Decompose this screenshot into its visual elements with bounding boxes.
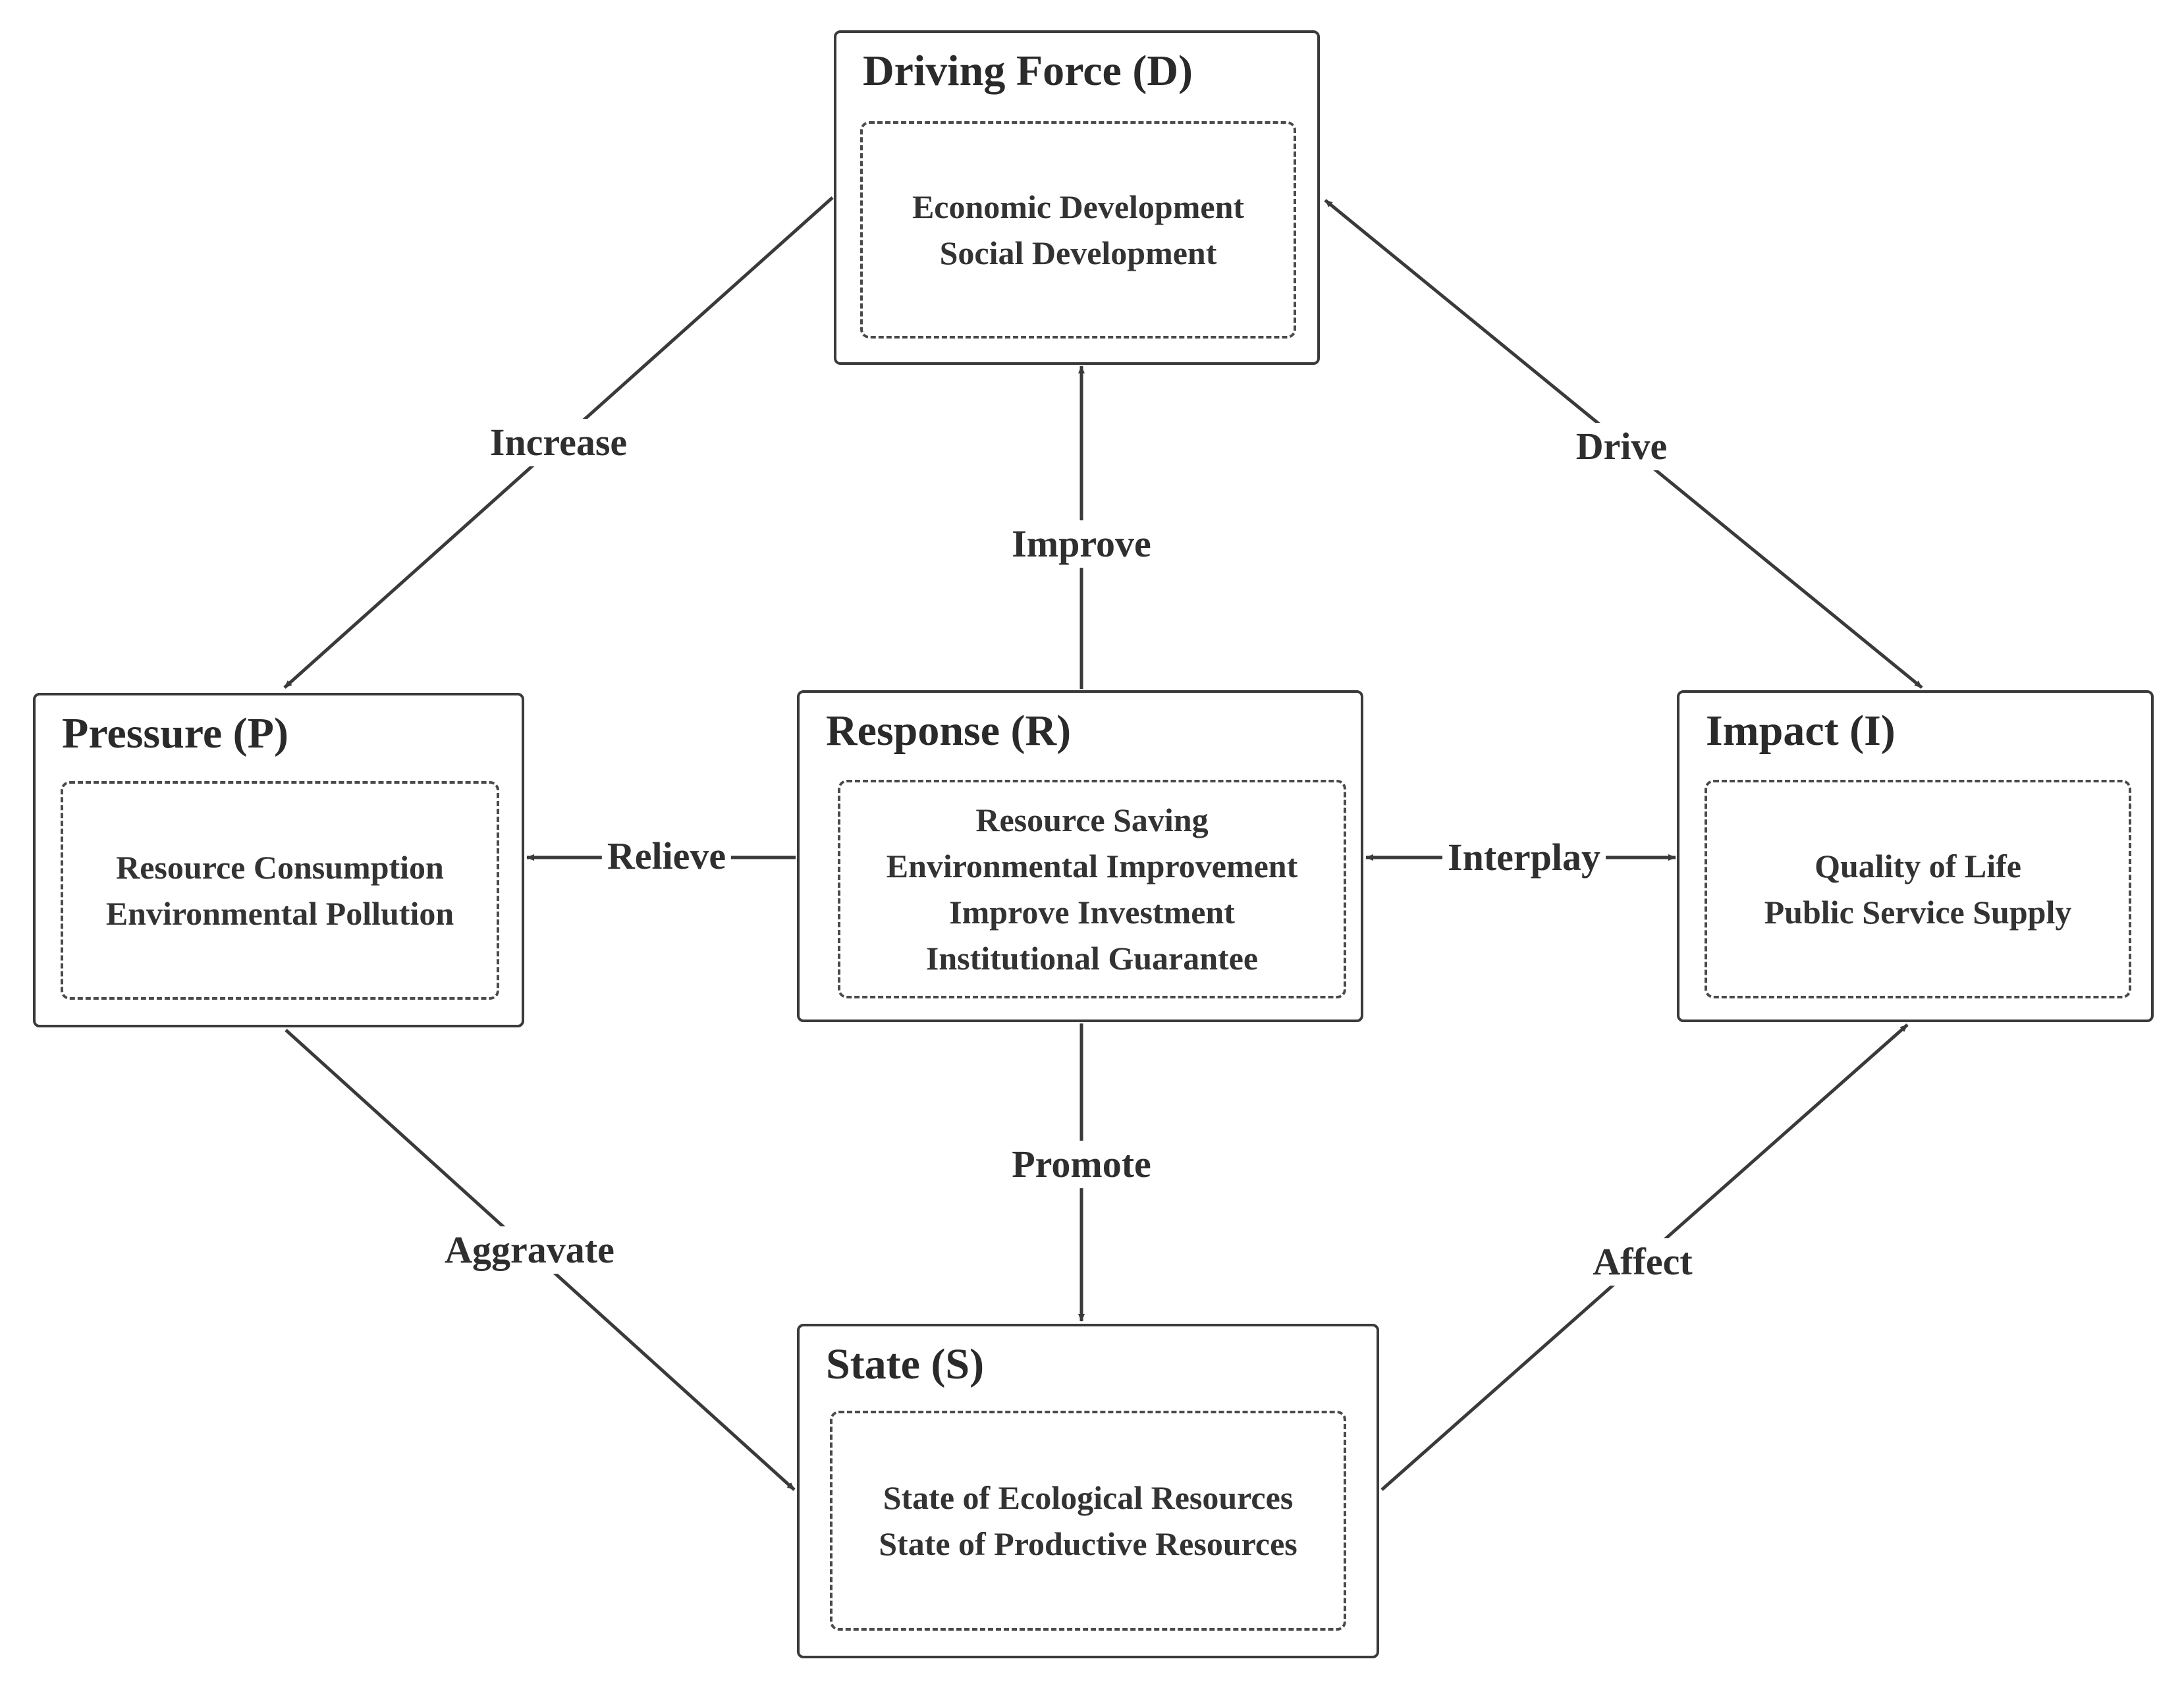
edge-label-affect: Affect [1587, 1238, 1698, 1286]
driving-force-box: Driving Force (D) Economic Development S… [834, 30, 1320, 365]
driving-force-factors: Economic Development Social Development [860, 121, 1296, 339]
state-box: State (S) State of Ecological Resources … [797, 1324, 1379, 1658]
impact-factors: Quality of Life Public Service Supply [1705, 780, 2131, 998]
edge-label-interplay: Interplay [1442, 834, 1606, 881]
edge-label-improve: Improve [1006, 520, 1157, 568]
driving-force-title: Driving Force (D) [863, 47, 1193, 95]
factor-item: Improve Investment [949, 894, 1235, 931]
factor-item: Environmental Improvement [886, 848, 1298, 884]
pressure-box: Pressure (P) Resource Consumption Enviro… [33, 693, 524, 1027]
impact-box: Impact (I) Quality of Life Public Servic… [1677, 690, 2154, 1022]
response-factors: Resource Saving Environmental Improvemen… [838, 780, 1346, 998]
state-factors: State of Ecological Resources State of P… [830, 1411, 1346, 1631]
factor-item: Public Service Supply [1764, 894, 2072, 931]
edge-label-promote: Promote [1006, 1141, 1157, 1188]
state-title: State (S) [826, 1340, 985, 1388]
edge-label-relieve: Relieve [601, 832, 732, 880]
edge-label-aggravate: Aggravate [439, 1226, 620, 1274]
factor-item: State of Ecological Resources [883, 1479, 1294, 1516]
factor-item: Resource Consumption [116, 849, 444, 886]
factor-item: Resource Saving [975, 802, 1209, 838]
pressure-factors: Resource Consumption Environmental Pollu… [61, 781, 499, 1000]
factor-item: Social Development [939, 234, 1217, 271]
factor-item: Quality of Life [1815, 848, 2021, 884]
pressure-title: Pressure (P) [62, 709, 288, 757]
edge-label-increase: Increase [484, 419, 633, 466]
edge-label-drive: Drive [1570, 423, 1673, 470]
factor-item: Economic Development [912, 188, 1245, 225]
factor-item: Environmental Pollution [105, 895, 454, 932]
response-title: Response (R) [826, 707, 1072, 755]
factor-item: Institutional Guarantee [925, 940, 1259, 977]
impact-title: Impact (I) [1706, 707, 1896, 755]
response-box: Response (R) Resource Saving Environment… [797, 690, 1363, 1022]
factor-item: State of Productive Resources [879, 1525, 1297, 1562]
